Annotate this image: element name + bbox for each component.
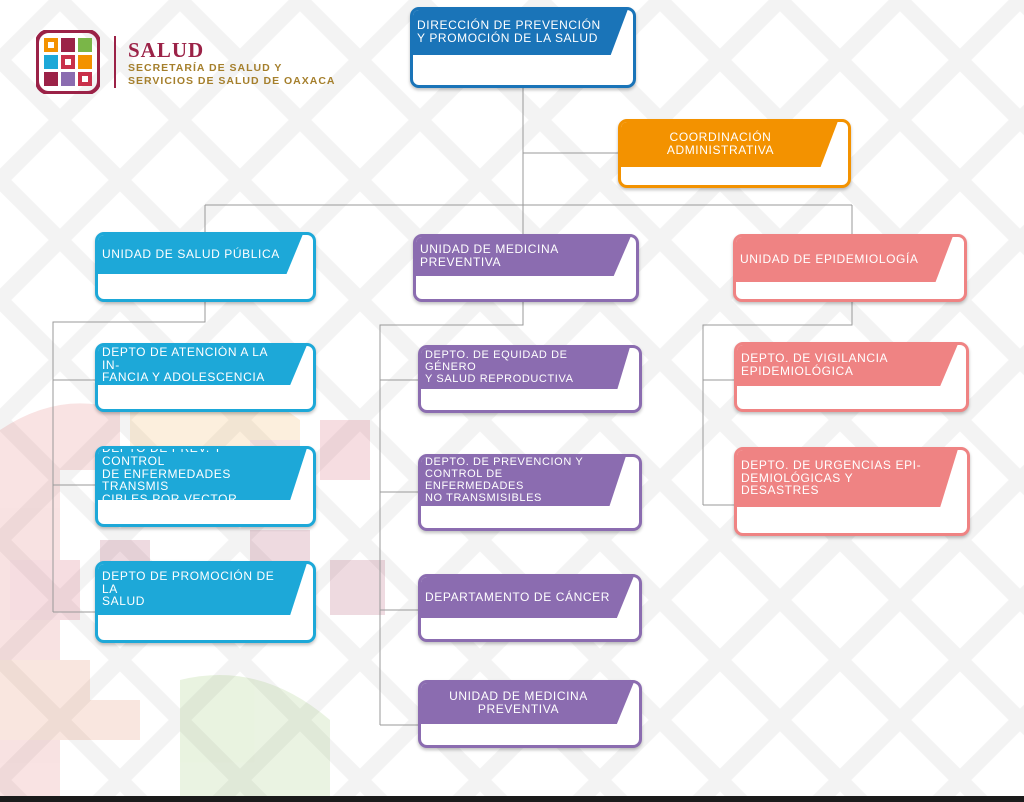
node-dept-childhood-adolescence-label: DEPTO DE ATENCIÓN A LA IN- FANCIA Y ADOL… (102, 344, 268, 385)
node-dept-cancer-label: DEPARTAMENTO DE CÁNCER (425, 589, 611, 604)
node-unit-public-health-label: UNIDAD DE SALUD PÚBLICA (102, 246, 280, 261)
node-unit-preventive-medicine: UNIDAD DE MEDICINA PREVENTIVA (413, 234, 639, 302)
node-dept-vector-diseases-label: DEPTO DE PREV. Y CONTROL DE ENFERMEDADES… (102, 446, 238, 507)
node-root-direction-label: DIRECCIÓN DE PREVENCIÓN Y PROMOCIÓN DE L… (417, 18, 601, 45)
node-dept-epidemiological-surveillance: DEPTO. DE VIGILANCIA EPIDEMIOLÓGICA (734, 342, 969, 412)
node-dept-health-promotion-label: DEPTO DE PROMOCIÓN DE LA SALUD (102, 568, 275, 609)
node-dept-epidemiological-surveillance-label: DEPTO. DE VIGILANCIA EPIDEMIOLÓGICA (741, 351, 889, 378)
node-unit-epidemiology: UNIDAD DE EPIDEMIOLOGÍA (733, 234, 967, 302)
node-dept-vector-diseases: DEPTO DE PREV. Y CONTROL DE ENFERMEDADES… (95, 446, 316, 527)
brand-title: SALUD (128, 38, 205, 62)
node-dept-gender-equity-label: DEPTO. DE EQUIDAD DE GÉNERO Y SALUD REPR… (425, 349, 574, 385)
bottom-border (0, 796, 1024, 802)
node-dept-noncommunicable-diseases: DEPTO. DE PREVENCIÓN Y CONTROL DE ENFERM… (418, 454, 642, 531)
node-dept-preventive-medicine-unit: UNIDAD DE MEDICINA PREVENTIVA (418, 680, 642, 748)
node-root-direction: DIRECCIÓN DE PREVENCIÓN Y PROMOCIÓN DE L… (410, 7, 636, 88)
node-coordination-label: COORDINACIÓN ADMINISTRATIVA (666, 130, 775, 157)
node-coordination: COORDINACIÓN ADMINISTRATIVA (618, 119, 851, 188)
node-dept-epidemiological-emergencies-label: DEPTO. DE URGENCIAS EPI- DEMIOLÓGICAS Y … (741, 457, 922, 498)
node-dept-gender-equity: DEPTO. DE EQUIDAD DE GÉNERO Y SALUD REPR… (418, 345, 642, 413)
node-dept-childhood-adolescence: DEPTO DE ATENCIÓN A LA IN- FANCIA Y ADOL… (95, 343, 316, 412)
salud-logo: SALUD SECRETARÍA DE SALUD Y SERVICIOS DE… (36, 30, 356, 100)
node-dept-cancer: DEPARTAMENTO DE CÁNCER (418, 574, 642, 642)
node-unit-preventive-medicine-label: UNIDAD DE MEDICINA PREVENTIVA (420, 242, 559, 269)
logo-divider (114, 36, 116, 88)
node-dept-epidemiological-emergencies: DEPTO. DE URGENCIAS EPI- DEMIOLÓGICAS Y … (734, 447, 970, 536)
node-dept-health-promotion: DEPTO DE PROMOCIÓN DE LA SALUD (95, 561, 316, 643)
node-unit-public-health: UNIDAD DE SALUD PÚBLICA (95, 232, 316, 302)
node-unit-epidemiology-label: UNIDAD DE EPIDEMIOLOGÍA (740, 251, 919, 266)
brand-subtitle-line2: SERVICIOS DE SALUD DE OAXACA (128, 75, 336, 87)
brand-subtitle-line1: SECRETARÍA DE SALUD Y (128, 62, 283, 74)
node-dept-noncommunicable-diseases-label: DEPTO. DE PREVENCIÓN Y CONTROL DE ENFERM… (425, 456, 584, 504)
oaxaca-textile-emblem-icon (36, 30, 100, 94)
node-dept-preventive-medicine-unit-label: UNIDAD DE MEDICINA PREVENTIVA (449, 689, 588, 716)
